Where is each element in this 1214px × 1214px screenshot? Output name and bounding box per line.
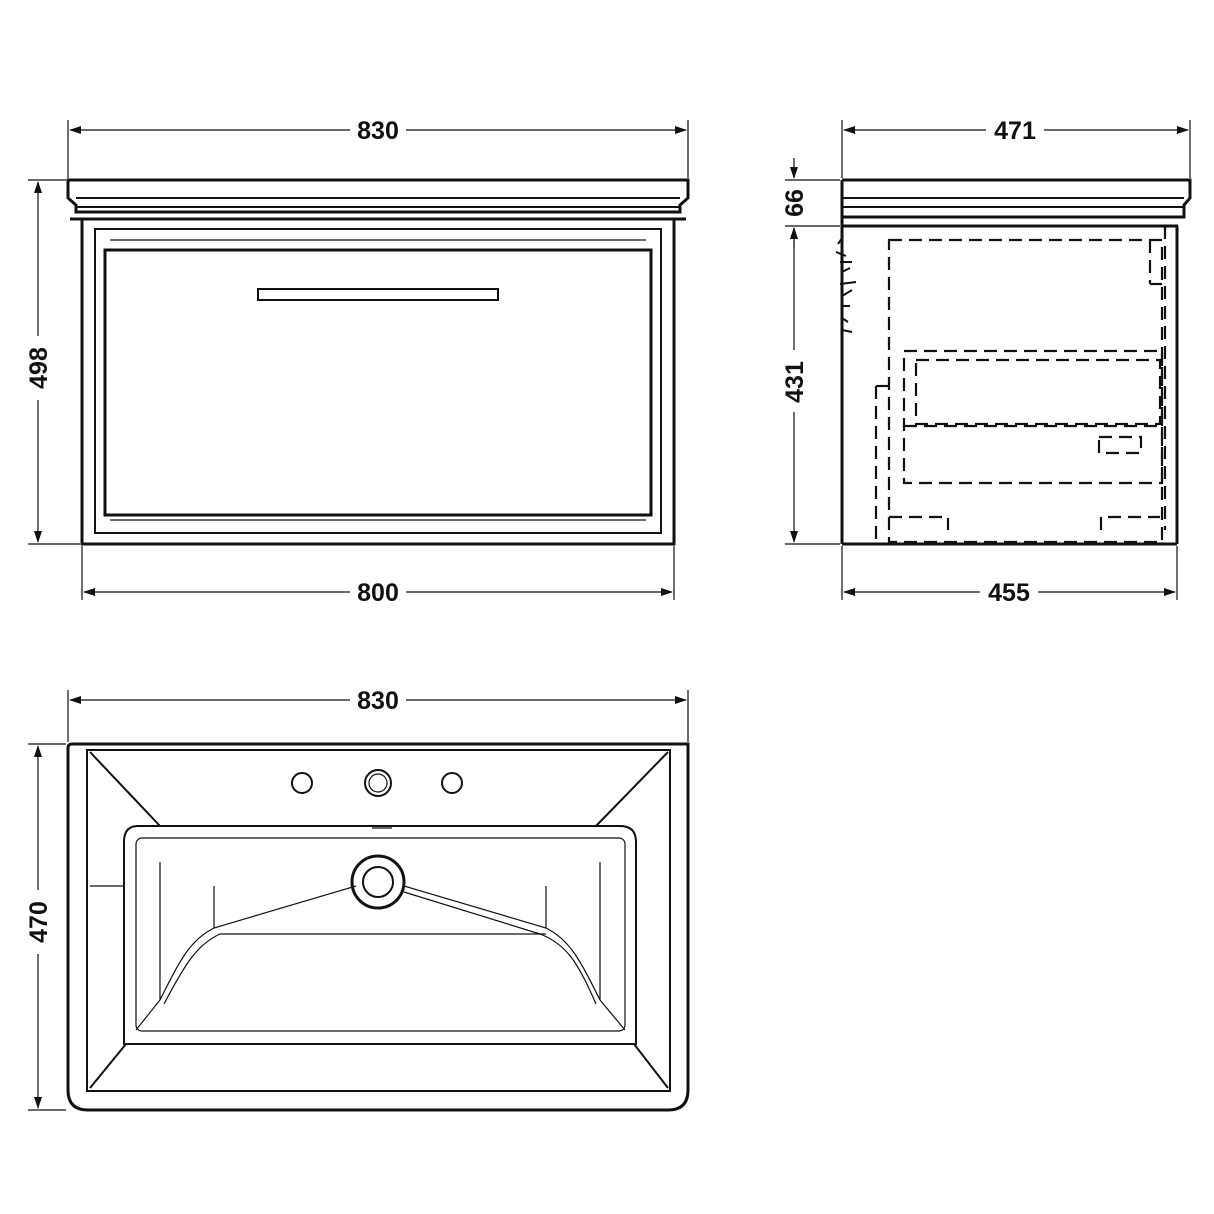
side-cabinet bbox=[835, 226, 1179, 546]
side-elevation: 471 66 431 455 bbox=[781, 117, 1192, 607]
dim-label-498: 498 bbox=[25, 347, 53, 389]
plan-basin-outline bbox=[66, 742, 690, 1112]
drawer-handle bbox=[257, 288, 499, 301]
front-cabinet bbox=[80, 217, 676, 546]
dim-label-470: 470 bbox=[25, 901, 53, 943]
dim-side-depth-bottom: 455 bbox=[841, 546, 1178, 607]
dim-front-width-bottom: 800 bbox=[81, 546, 675, 607]
dim-side-depth-top: 471 bbox=[841, 117, 1191, 178]
dim-label-66: 66 bbox=[781, 189, 809, 217]
front-elevation: 830 498 800 bbox=[25, 117, 690, 607]
front-basin bbox=[66, 178, 690, 221]
dim-label-830-front: 830 bbox=[357, 117, 399, 145]
dim-side-basin-height: 66 bbox=[781, 158, 840, 248]
side-basin bbox=[840, 178, 1192, 228]
plan-view: 830 470 bbox=[25, 687, 690, 1112]
dim-label-455: 455 bbox=[988, 579, 1030, 607]
dim-label-431: 431 bbox=[781, 361, 809, 403]
dim-label-800: 800 bbox=[357, 579, 399, 607]
dim-plan-depth: 470 bbox=[25, 743, 66, 1111]
dim-front-width-top: 830 bbox=[67, 117, 689, 178]
dim-label-830-plan: 830 bbox=[357, 687, 399, 715]
tap-hole-right-icon bbox=[441, 772, 463, 794]
dim-front-height: 498 bbox=[25, 179, 80, 545]
tap-hole-left-icon bbox=[291, 772, 313, 794]
dim-plan-width: 830 bbox=[67, 687, 689, 742]
dim-side-unit-height: 431 bbox=[781, 227, 840, 545]
tap-hole-center-icon bbox=[364, 769, 392, 797]
waste-outlet-icon bbox=[350, 854, 406, 910]
dim-label-471: 471 bbox=[994, 117, 1036, 145]
